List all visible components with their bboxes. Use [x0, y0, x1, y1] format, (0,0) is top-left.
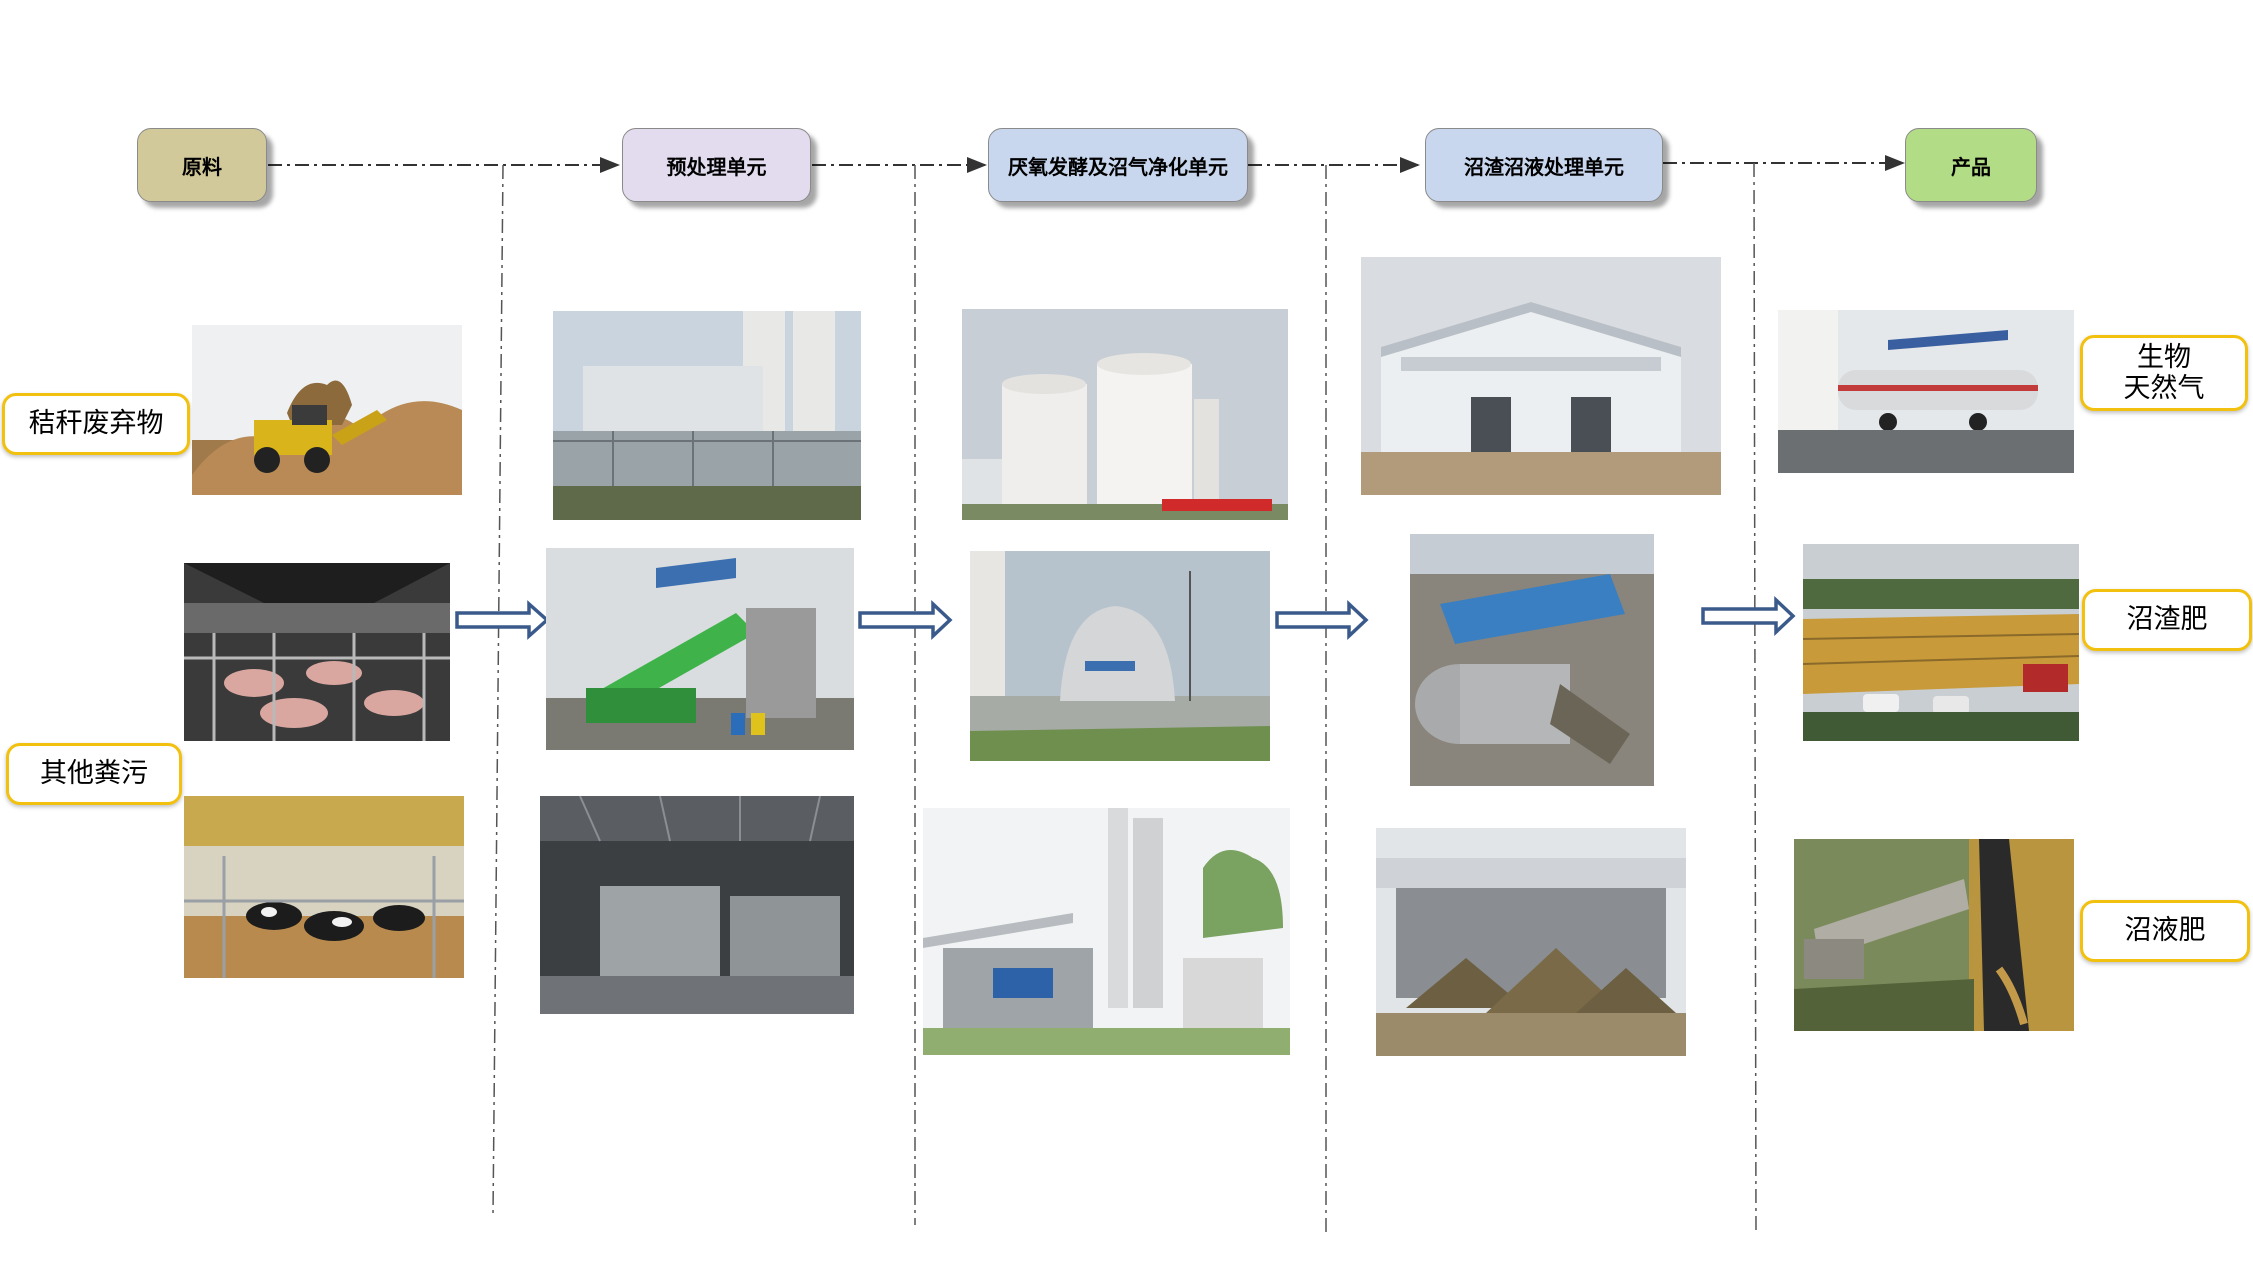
stage-product-label: 产品 — [1951, 154, 1991, 179]
divider-1 — [492, 164, 504, 1216]
photo-pretreatment-pool — [553, 311, 861, 520]
photo-fertilizer-field — [1803, 544, 2079, 741]
photo-gas-holder — [970, 551, 1270, 761]
process-arrow-2 — [858, 599, 953, 641]
product-residue-label: 沼渣肥 — [2082, 589, 2252, 651]
photo-workshop — [1361, 257, 1721, 495]
process-arrow-4 — [1701, 595, 1796, 637]
photo-digester-tanks — [962, 309, 1288, 520]
divider-4 — [1753, 162, 1757, 1233]
photo-mixing-pool — [540, 796, 854, 1014]
stage-anaerobic-label: 厌氧发酵及沼气净化单元 — [1008, 154, 1228, 179]
photo-pig-barn — [184, 563, 450, 741]
product-slurry-label: 沼液肥 — [2080, 900, 2250, 962]
photo-gas-truck — [1778, 310, 2074, 473]
column-dividers — [492, 162, 1757, 1233]
input-manure-label: 其他粪污 — [6, 743, 182, 805]
process-arrows — [455, 595, 1796, 641]
stage-flow-lines — [268, 155, 1905, 173]
stage-pretreatment: 预处理单元 — [622, 128, 811, 202]
photo-crusher — [546, 548, 854, 750]
stage-product: 产品 — [1905, 128, 2037, 202]
input-straw-label: 秸秆废弃物 — [2, 393, 190, 455]
stage-pretreatment-label: 预处理单元 — [666, 154, 767, 179]
process-arrow-1 — [455, 600, 550, 640]
stage-raw-label: 原料 — [182, 154, 222, 179]
stage-residue-label: 沼渣沼液处理单元 — [1464, 154, 1624, 179]
photo-compost — [1376, 828, 1686, 1056]
stage-residue: 沼渣沼液处理单元 — [1425, 128, 1663, 202]
stage-anaerobic: 厌氧发酵及沼气净化单元 — [988, 128, 1248, 202]
photo-cow-barn — [184, 796, 464, 978]
photo-purification — [923, 808, 1290, 1055]
photo-slurry-truck — [1794, 839, 2074, 1031]
photo-separator — [1410, 534, 1654, 786]
photo-straw-pile — [192, 325, 462, 495]
stage-raw: 原料 — [137, 128, 267, 202]
process-arrow-3 — [1275, 599, 1369, 641]
product-biogas-label: 生物 天然气 — [2080, 335, 2248, 411]
